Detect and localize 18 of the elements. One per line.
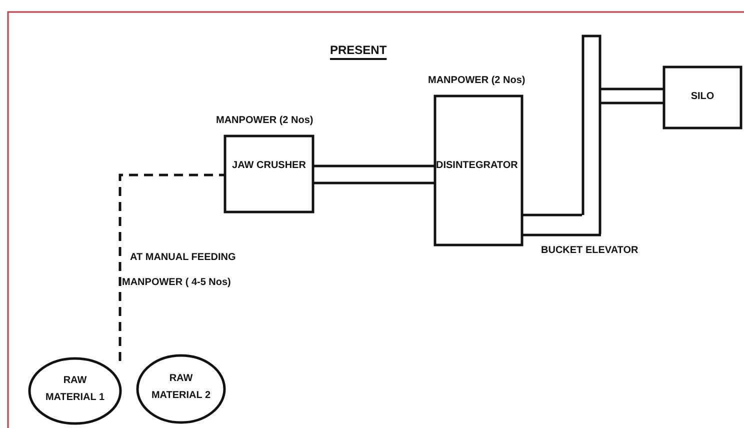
conveyor-line [600,88,664,104]
note-text: MANPOWER ( 4-5 Nos) [122,277,231,288]
conveyor-line [312,164,436,184]
node-label: RAW MATERIAL 1 [44,374,106,405]
diagram-title: PRESENT [330,43,387,57]
feed-line [118,174,224,361]
node-label: SILO [690,90,716,104]
note-text: AT MANUAL FEEDING [130,252,236,263]
node-label: DISINTEGRATOR [436,159,519,173]
manpower-label: MANPOWER (2 Nos) [428,75,526,86]
material-ellipse [136,354,226,424]
node-label: JAW CRUSHER [231,159,307,173]
node-label: RAW MATERIAL 2 [150,372,212,403]
conveyor-line [522,214,602,236]
material-ellipse [28,357,122,425]
storage-box [663,66,742,129]
equipment-label: BUCKET ELEVATOR [541,245,638,256]
manpower-label: MANPOWER (2 Nos) [216,115,314,126]
